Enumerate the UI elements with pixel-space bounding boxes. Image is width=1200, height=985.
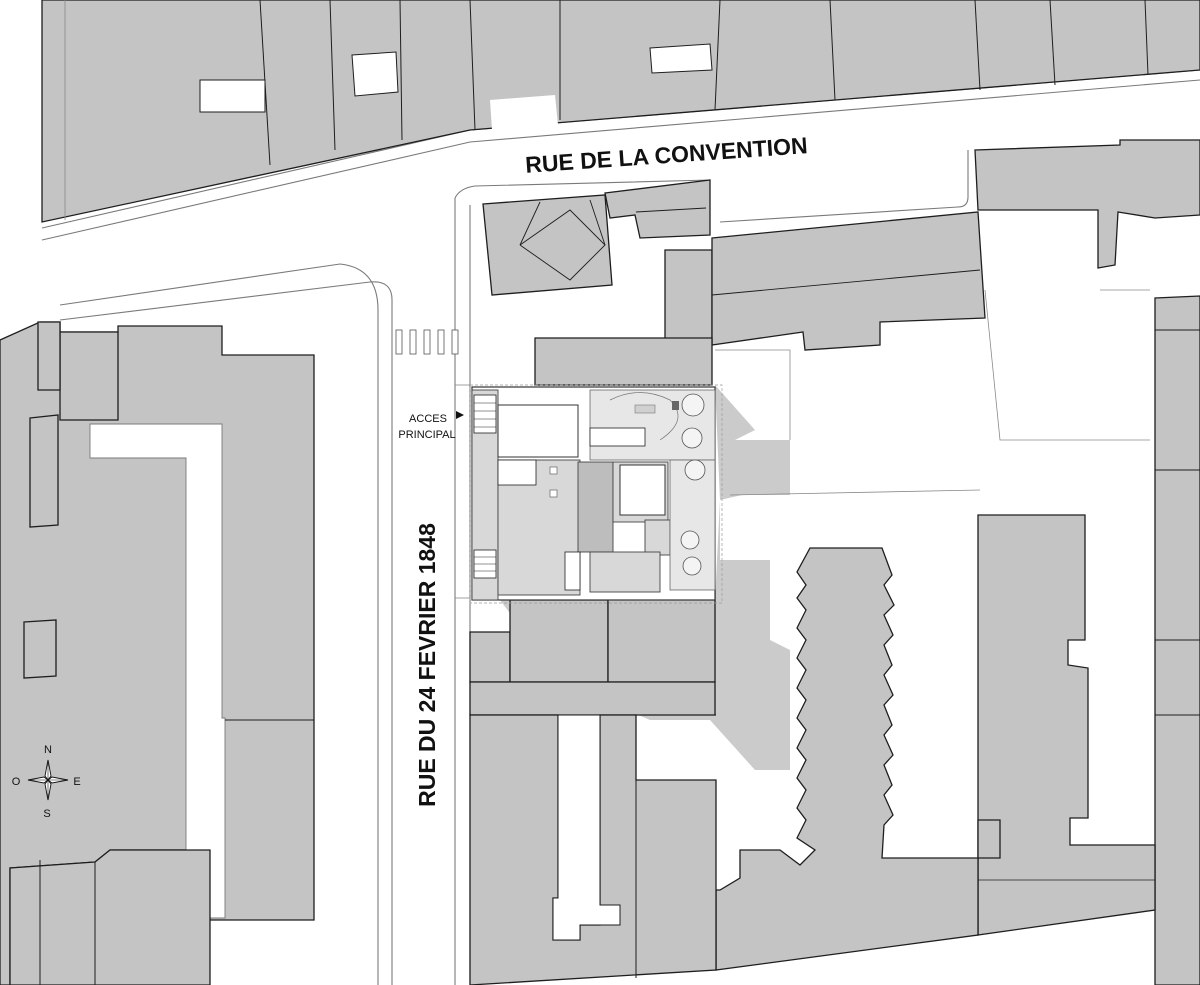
west-blocks bbox=[0, 321, 315, 985]
street-label-west: RUE DU 24 FEVRIER 1848 bbox=[414, 523, 440, 807]
north-site-neighbours bbox=[482, 139, 1200, 386]
main-entrance-marker: ACCES PRINCIPAL bbox=[398, 411, 464, 441]
north-blocks bbox=[41, 0, 1200, 223]
entrance-label-line1: ACCES bbox=[409, 413, 447, 425]
compass-west: O bbox=[12, 776, 21, 788]
south-blocks bbox=[469, 589, 717, 985]
pedestrian-crossing bbox=[395, 329, 459, 355]
compass-north: N bbox=[44, 744, 52, 756]
entrance-arrow-icon bbox=[456, 411, 464, 419]
street-label-north: RUE DE LA CONVENTION bbox=[524, 132, 808, 178]
compass-rose-icon: N S E O bbox=[12, 744, 81, 820]
compass-south: S bbox=[43, 808, 50, 820]
compass-east: E bbox=[73, 776, 80, 788]
entrance-label-line2: PRINCIPAL bbox=[398, 429, 455, 441]
project-site bbox=[469, 384, 723, 604]
east-blocks bbox=[977, 295, 1200, 985]
